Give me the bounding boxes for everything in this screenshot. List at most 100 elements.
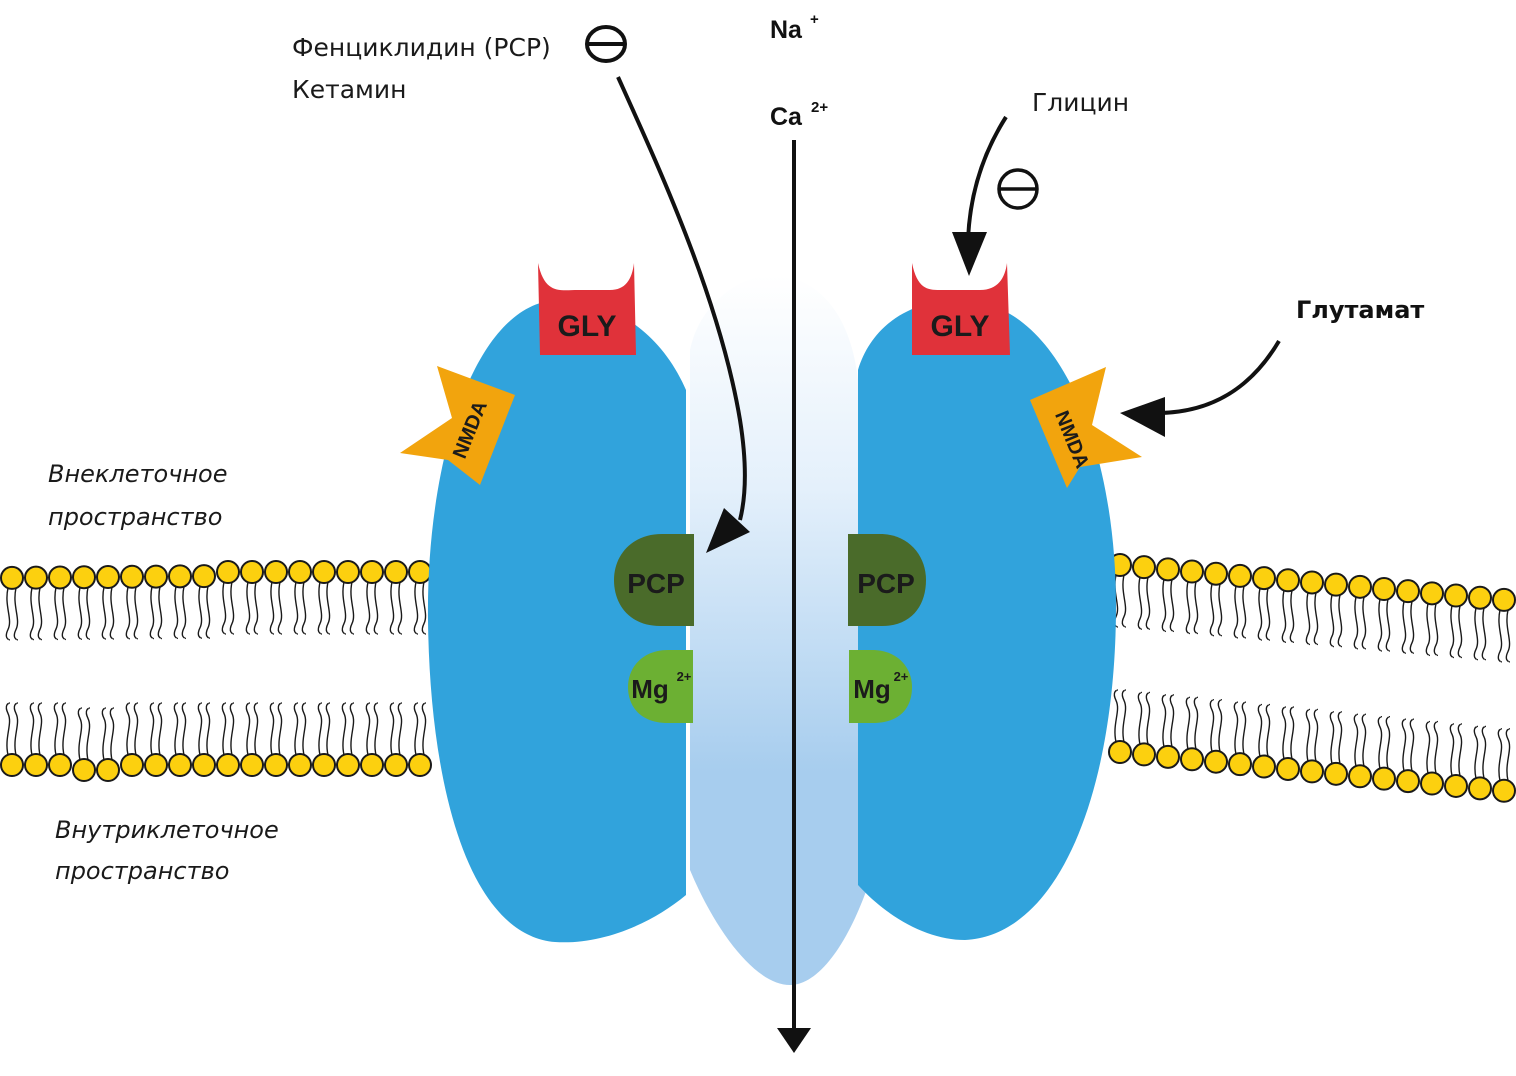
lipid-tail <box>157 702 163 756</box>
lipid-tail <box>325 702 331 756</box>
lipid-tail <box>325 581 331 635</box>
lipid-head-inner <box>1180 747 1204 772</box>
lipid-tail <box>253 581 259 635</box>
lipid-tail <box>173 586 179 640</box>
lipid-tail <box>1217 698 1223 752</box>
lipid-tail <box>1457 723 1463 777</box>
lipid-tail <box>181 586 187 640</box>
lipid-head-outer <box>1276 568 1300 593</box>
lipid-tail <box>29 702 35 756</box>
gly-site-left: GLY <box>538 263 636 355</box>
lipid-tail <box>1481 607 1487 661</box>
lipid-head-inner <box>120 753 144 777</box>
lipid-tail <box>397 702 403 756</box>
lipid-tail <box>1337 711 1343 764</box>
ion-charge-calcium: 2+ <box>811 99 828 116</box>
lipid-tail <box>13 702 19 756</box>
ion-flow-arrow <box>777 140 811 1053</box>
lipid-tail <box>277 581 283 635</box>
lipid-tail <box>1193 696 1199 750</box>
lipid-tail <box>245 581 251 635</box>
lipid-head-inner <box>1396 769 1420 794</box>
lipid-head-inner <box>288 753 312 777</box>
lipid-tail <box>1497 609 1503 663</box>
lipid-tail <box>109 586 115 640</box>
lipid-tail <box>1353 596 1359 650</box>
lipid-tail <box>349 581 355 635</box>
lipid-tail <box>205 585 211 639</box>
lipid-tail <box>365 581 371 635</box>
lipid-tail <box>373 581 379 635</box>
lipid-tail <box>1425 720 1431 774</box>
lipid-tail <box>1425 603 1431 657</box>
lipid-tail <box>1385 715 1391 769</box>
lipid-head-inner <box>144 753 168 777</box>
lipid-tail <box>1377 715 1383 769</box>
lipid-tail <box>1257 587 1263 641</box>
mg-label-left: Mg <box>631 674 669 704</box>
lipid-tail <box>29 587 35 641</box>
pcp-site-right: PCP <box>848 534 926 626</box>
lipid-tail <box>365 702 371 756</box>
lipid-tail <box>1217 583 1223 637</box>
lipid-head-inner <box>24 753 48 777</box>
lipid-tail <box>1121 574 1127 628</box>
lipid-head-outer <box>192 564 216 589</box>
pcp-binding-arrow <box>616 76 750 553</box>
lipid-tail <box>101 586 107 640</box>
extracellular-label-line1: Внеклеточное <box>48 460 228 488</box>
lipid-tail <box>85 707 91 761</box>
lipid-tail <box>125 702 131 756</box>
left-receptor-subunit <box>427 300 686 943</box>
lipid-tail <box>317 702 323 756</box>
lipid-head-outer <box>1324 572 1348 597</box>
lipid-head-outer <box>120 564 144 589</box>
lipid-tail <box>157 586 163 640</box>
lipid-head-inner <box>360 753 384 777</box>
lipid-tail <box>341 702 347 756</box>
intracellular-label-line2: пространство <box>55 857 229 885</box>
lipid-head-inner <box>72 758 96 782</box>
lipid-head-inner <box>1444 773 1468 798</box>
lipid-head-outer <box>408 560 432 584</box>
lipid-head-inner <box>408 753 432 777</box>
mg-charge-left: 2+ <box>677 669 692 684</box>
nmda-site-right: NMDA <box>1030 367 1142 488</box>
lipid-tail <box>1361 713 1367 767</box>
lipid-head-outer <box>0 565 24 590</box>
lipid-head-inner <box>264 753 288 777</box>
lipid-tail <box>253 702 259 756</box>
lipid-head-outer <box>96 565 120 590</box>
lipid-head-inner <box>336 753 360 777</box>
lipid-head-inner <box>1204 749 1228 774</box>
lipid-tail <box>229 581 235 635</box>
lipid-tail <box>1449 605 1455 659</box>
pcp-site-left: PCP <box>614 534 694 626</box>
lipid-tail <box>1377 598 1383 652</box>
lipid-head-inner <box>1372 766 1396 791</box>
pcp-label-left: PCP <box>627 568 685 599</box>
lipid-head-inner <box>1492 778 1516 803</box>
lipid-head-outer <box>1156 557 1180 582</box>
lipid-tail <box>1265 703 1271 757</box>
lipid-head-inner <box>192 753 216 777</box>
lipid-head-outer <box>1492 587 1516 612</box>
lipid-tail <box>1137 577 1143 630</box>
lipid-tail <box>1481 725 1487 779</box>
lipid-tail <box>1233 701 1239 755</box>
lipid-tail <box>5 702 11 756</box>
lipid-tail <box>221 702 227 756</box>
lipid-tail <box>133 702 139 756</box>
lipid-tail <box>277 702 283 756</box>
lipid-tail <box>1313 708 1319 762</box>
lipid-tail <box>1409 601 1415 654</box>
lipid-head-inner <box>1300 759 1324 784</box>
lipid-tail <box>1433 720 1439 774</box>
lipid-tail <box>1409 718 1415 772</box>
lipid-tail <box>389 581 395 635</box>
lipid-head-inner <box>48 753 72 777</box>
lipid-tail <box>1185 696 1191 750</box>
lipid-tail <box>149 702 155 756</box>
lipid-head-inner <box>312 753 336 777</box>
